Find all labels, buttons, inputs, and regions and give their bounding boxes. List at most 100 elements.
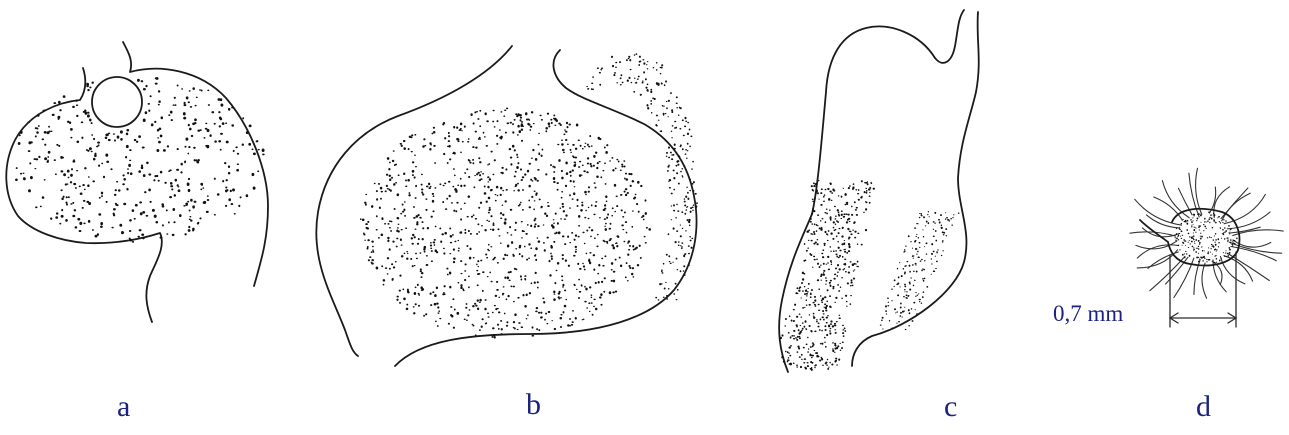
stipple-dot bbox=[205, 123, 207, 125]
stipple-dot bbox=[415, 166, 417, 168]
stipple-dot bbox=[561, 275, 563, 277]
stipple-dot bbox=[887, 297, 889, 299]
stipple-dot bbox=[1210, 248, 1211, 249]
stipple-dot bbox=[472, 162, 474, 164]
stipple-dot bbox=[220, 149, 222, 151]
stipple-dot bbox=[548, 311, 551, 313]
stipple-dot bbox=[838, 247, 840, 249]
stipple-dot bbox=[626, 262, 628, 264]
stipple-dot bbox=[156, 149, 159, 152]
stipple-dot bbox=[814, 223, 816, 225]
stipple-dot bbox=[461, 273, 463, 274]
stipple-dot bbox=[683, 265, 685, 267]
stipple-dot bbox=[174, 194, 176, 197]
stipple-dot bbox=[622, 82, 624, 84]
stipple-dot bbox=[810, 330, 812, 332]
stipple-dot bbox=[891, 300, 892, 301]
stipple-dot bbox=[595, 205, 597, 207]
stipple-dot bbox=[565, 139, 567, 141]
stipple-dot bbox=[578, 166, 580, 168]
stipple-dot bbox=[214, 214, 216, 216]
stipple-dot bbox=[656, 62, 658, 64]
stipple-dot bbox=[518, 205, 520, 207]
stipple-dot bbox=[620, 194, 623, 196]
stipple-dot bbox=[910, 277, 911, 278]
stipple-dot bbox=[605, 228, 607, 231]
stipple-dot bbox=[665, 113, 667, 114]
stipple-dot bbox=[451, 202, 453, 204]
stipple-dot bbox=[598, 281, 600, 284]
stipple-dot bbox=[690, 211, 692, 213]
stipple-dot bbox=[611, 244, 614, 246]
stipple-dot bbox=[848, 214, 850, 216]
stipple-dot bbox=[134, 139, 137, 141]
stipple-dot bbox=[799, 337, 801, 339]
stipple-dot bbox=[137, 236, 139, 238]
stipple-dot bbox=[1179, 249, 1180, 250]
stipple-dot bbox=[689, 219, 691, 221]
stipple-dot bbox=[184, 146, 186, 148]
stipple-dot bbox=[461, 130, 463, 131]
stipple-dot bbox=[87, 184, 89, 187]
stipple-dot bbox=[882, 328, 883, 329]
stipple-dot bbox=[888, 302, 889, 303]
stipple-dot bbox=[403, 172, 405, 175]
stipple-dot bbox=[1175, 239, 1176, 240]
stipple-dot bbox=[793, 363, 795, 364]
stipple-dot bbox=[1230, 239, 1232, 241]
stipple-dot bbox=[615, 291, 617, 293]
stipple-dot bbox=[1178, 244, 1179, 246]
stipple-dot bbox=[130, 172, 133, 175]
stipple-dot bbox=[372, 249, 374, 250]
stipple-dot bbox=[1227, 239, 1228, 240]
stipple-dot bbox=[487, 181, 489, 182]
stipple-dot bbox=[1195, 232, 1196, 233]
stipple-dot bbox=[640, 185, 642, 187]
stipple-dot bbox=[91, 151, 93, 152]
stipple-dot bbox=[415, 197, 417, 199]
stipple-dot bbox=[919, 242, 921, 244]
stipple-dot bbox=[830, 232, 832, 234]
stipple-dot bbox=[788, 353, 790, 354]
stipple-dot bbox=[639, 245, 641, 247]
stipple-dot bbox=[561, 143, 564, 145]
stipple-dot bbox=[484, 308, 486, 311]
stipple-dot bbox=[597, 273, 599, 275]
stipple-dot bbox=[1204, 258, 1205, 259]
stipple-dot bbox=[431, 250, 433, 252]
stipple-dot bbox=[647, 68, 648, 69]
stipple-dot bbox=[75, 187, 77, 189]
stipple-dot bbox=[833, 278, 835, 280]
stipple-dot bbox=[1177, 236, 1178, 237]
stipple-dot bbox=[120, 138, 123, 141]
stipple-dot bbox=[897, 268, 898, 270]
stipple-dot bbox=[605, 151, 608, 154]
stipple-dot bbox=[625, 221, 627, 223]
stipple-dot bbox=[584, 191, 587, 194]
stipple-dot bbox=[837, 272, 839, 273]
stipple-dot bbox=[466, 168, 468, 170]
stipple-dot bbox=[127, 168, 129, 170]
stipple-dot bbox=[139, 201, 142, 203]
stipple-dot bbox=[467, 216, 469, 218]
stipple-dot bbox=[417, 243, 419, 245]
stipple-dot bbox=[814, 259, 816, 261]
stipple-dot bbox=[1226, 256, 1227, 257]
stipple-dot bbox=[678, 183, 680, 185]
stipple-dot bbox=[849, 231, 851, 233]
stipple-dot bbox=[80, 192, 83, 194]
stipple-dot bbox=[476, 270, 478, 271]
stipple-dot bbox=[506, 255, 508, 257]
stipple-dot bbox=[915, 292, 916, 293]
stipple-dot bbox=[521, 121, 523, 123]
stipple-dot bbox=[484, 112, 486, 115]
stipple-dot bbox=[577, 263, 579, 265]
stipple-dot bbox=[402, 204, 404, 206]
stipple-dot bbox=[226, 141, 229, 144]
stipple-dot bbox=[814, 296, 816, 298]
stipple-dot bbox=[650, 89, 652, 91]
stipple-dot bbox=[540, 316, 542, 318]
stipple-dot bbox=[839, 343, 841, 344]
stipple-dot bbox=[501, 333, 503, 335]
stipple-dot bbox=[486, 201, 488, 203]
